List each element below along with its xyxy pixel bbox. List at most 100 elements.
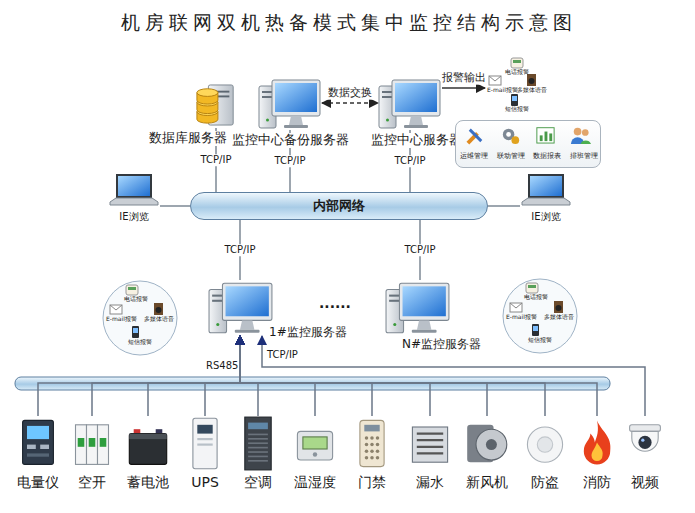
function-panel: 运维管理 联动管理数据报表 排班管理 xyxy=(455,120,601,168)
center-server: 监控中心服务器 xyxy=(378,78,442,130)
lap-icon xyxy=(108,172,160,208)
function-name: 数据报表 xyxy=(533,152,561,160)
alarm-type: 电话报警 xyxy=(524,294,548,301)
connector xyxy=(240,336,545,416)
node-label: 监控中心备份服务器 xyxy=(231,133,350,148)
connector xyxy=(240,336,258,416)
field-device: 防盗 xyxy=(523,416,567,471)
monitor-server: N#监控服务器 xyxy=(385,280,451,336)
function-name: 运维管理 xyxy=(460,152,488,160)
cam-icon xyxy=(623,416,667,471)
node-label: IE浏览 xyxy=(118,211,149,223)
alarm-type: E-mail报警 xyxy=(506,314,537,321)
alarm-type: 短信报警 xyxy=(505,106,529,113)
edge-label: TCP/IP xyxy=(224,244,257,256)
alarm-output: 电话报警 E-mail报警多媒体语音短信报警 xyxy=(485,56,549,114)
node-label: UPS xyxy=(190,474,220,490)
edge-label: TCP/IP xyxy=(274,155,307,167)
function-name: 联动管理 xyxy=(497,152,525,160)
edge-label: 数据交换 xyxy=(327,87,373,100)
field-device: 温湿度 xyxy=(293,416,337,471)
srv-icon xyxy=(258,78,322,130)
field-device: 消防 xyxy=(575,416,619,471)
diagram-title: 机房联网双机热备模式集中监控结构示意图 xyxy=(0,12,695,34)
edge-label: TCP/IP xyxy=(394,155,427,167)
note-label: RS485 xyxy=(205,360,239,372)
ie-laptop: IE浏览 xyxy=(520,172,572,208)
connector xyxy=(442,87,485,89)
node-label: IE浏览 xyxy=(530,211,561,223)
lap-icon xyxy=(520,172,572,208)
connector xyxy=(205,336,240,416)
node-label: 消防 xyxy=(582,474,612,490)
node-label: 漏水 xyxy=(415,474,445,490)
function-name: 排班管理 xyxy=(570,152,598,160)
field-device: 空开 xyxy=(70,416,114,471)
note-label: ...... xyxy=(318,295,352,311)
network-pipe: 内部网络 xyxy=(190,192,488,220)
monitor-server: 1#监控服务器 xyxy=(208,280,274,336)
node-label: 空开 xyxy=(77,474,107,490)
alarm-type: 多媒体语音 xyxy=(517,87,547,94)
connector xyxy=(322,102,378,104)
connector xyxy=(262,336,645,416)
bat-icon xyxy=(126,416,170,471)
node-label: 空调 xyxy=(243,474,273,490)
alarm-circle: 电话报警E-mail报警多媒体语音短信报警 xyxy=(102,280,178,356)
node-label: N#监控服务器 xyxy=(401,338,482,352)
node-label: 门禁 xyxy=(357,474,387,490)
ups-icon xyxy=(183,416,227,471)
edge-label: TCP/IP xyxy=(200,154,233,166)
connector xyxy=(92,336,240,416)
th-icon xyxy=(293,416,337,471)
fan-icon xyxy=(465,416,509,471)
field-device: UPS xyxy=(183,416,227,471)
srv-icon xyxy=(208,280,274,336)
node-label: 温湿度 xyxy=(293,474,337,490)
connector xyxy=(240,336,372,416)
field-device: 门禁 xyxy=(350,416,394,471)
alarm-type: 多媒体语音 xyxy=(144,316,174,323)
alarm-type: 电话报警 xyxy=(124,296,148,303)
node-label: 防盗 xyxy=(530,474,560,490)
door-icon xyxy=(350,416,394,471)
srv-icon xyxy=(378,78,442,130)
pir-icon xyxy=(523,416,567,471)
network-name: 内部网络 xyxy=(313,199,365,214)
leak-icon xyxy=(408,416,452,471)
node-label: 蓄电池 xyxy=(126,474,170,490)
ac-icon xyxy=(236,416,280,471)
node-label: 新风机 xyxy=(465,474,509,490)
function-icons xyxy=(456,121,600,167)
node-label: 监控中心服务器 xyxy=(370,133,463,148)
alarm-type: 多媒体语音 xyxy=(544,314,574,321)
field-device: 蓄电池 xyxy=(126,416,170,471)
node-label: 1#监控服务器 xyxy=(268,326,348,340)
alarm-circle: 电话报警 E-mail报警多媒体语音短信报警 xyxy=(502,278,578,354)
srv-icon xyxy=(385,280,451,336)
node-label: 视频 xyxy=(630,474,660,490)
field-device: 漏水 xyxy=(408,416,452,471)
db-icon xyxy=(195,82,237,128)
node-label: 数据库服务器 xyxy=(148,131,228,146)
alarm-type: 短信报警 xyxy=(528,337,552,344)
node-label: 电量仪 xyxy=(16,474,60,490)
field-device: 视频 xyxy=(623,416,667,471)
note-label: TCP/IP xyxy=(266,349,299,361)
connector xyxy=(160,205,190,207)
backup-server: 监控中心备份服务器 xyxy=(258,78,322,130)
database-server: 数据库服务器 xyxy=(195,82,237,128)
edge-label: TCP/IP xyxy=(404,244,437,256)
connector xyxy=(240,336,315,416)
fire-icon xyxy=(575,416,619,471)
field-device: 空调 xyxy=(236,416,280,471)
connector xyxy=(488,205,520,207)
alarm-type: E-mail报警 xyxy=(106,316,137,323)
alarm-type: 电话报警 xyxy=(505,69,529,76)
ie-laptop: IE浏览 xyxy=(108,172,160,208)
connector xyxy=(240,336,487,416)
alarm-type: E-mail报警 xyxy=(487,87,518,94)
meter-icon xyxy=(16,416,60,471)
edge-label: 报警输出 xyxy=(441,72,487,85)
